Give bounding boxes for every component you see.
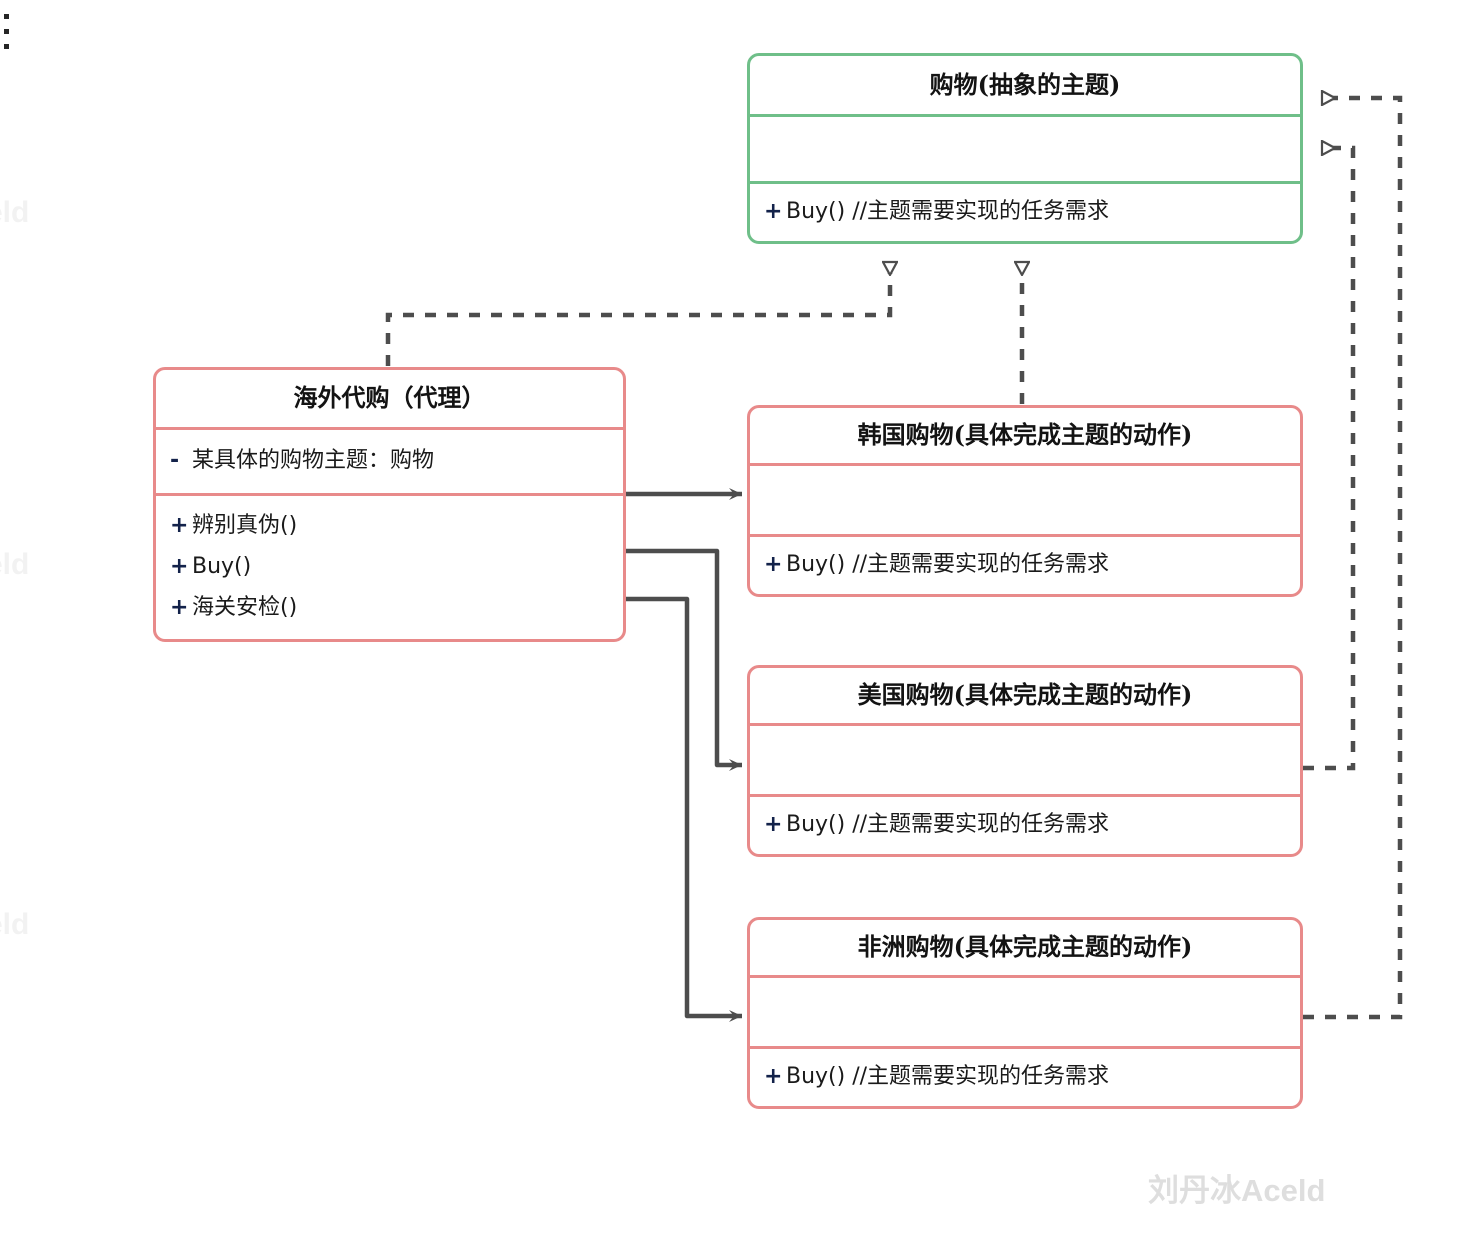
class-member: +Buy() //主题需要实现的任务需求 [764, 545, 1286, 586]
kebab-menu-icon[interactable] [4, 14, 14, 54]
relation-usa-realizes-subject [1303, 148, 1356, 771]
class-member: +Buy() //主题需要实现的任务需求 [764, 805, 1286, 846]
member-text: Buy() //主题需要实现的任务需求 [786, 199, 1110, 225]
class-member: +Buy() [170, 547, 609, 588]
class-attributes-abstract-subject [750, 117, 1300, 184]
class-name-africa: 非洲购物(具体完成主题的动作) [750, 920, 1300, 978]
relation-proxy-realizes-subject [385, 262, 890, 366]
class-attributes-usa [750, 726, 1300, 797]
edge-watermark: eld [0, 196, 30, 229]
visibility-marker: + [764, 812, 783, 838]
class-member: +辨别真伪() [170, 506, 609, 547]
visibility-marker: + [170, 554, 189, 580]
watermark: 刘丹冰Aceld [1148, 1173, 1326, 1208]
edge-watermark: eld [0, 548, 30, 581]
visibility-marker: + [764, 1064, 783, 1090]
class-member: +Buy() //主题需要实现的任务需求 [764, 1057, 1286, 1098]
class-box-usa[interactable]: 美国购物(具体完成主题的动作) +Buy() //主题需要实现的任务需求 [747, 665, 1303, 857]
class-operations-abstract-subject: +Buy() //主题需要实现的任务需求 [750, 184, 1300, 241]
visibility-marker: + [764, 552, 783, 578]
kebab-dot [4, 14, 9, 19]
relation-proxy-uses-usa [626, 548, 742, 771]
relation-africa-realizes-subject [1303, 98, 1403, 1020]
class-name-korea: 韩国购物(具体完成主题的动作) [750, 408, 1300, 466]
class-attributes-proxy: -某具体的购物主题：购物 [156, 430, 623, 496]
class-operations-usa: +Buy() //主题需要实现的任务需求 [750, 797, 1300, 854]
class-operations-proxy: +辨别真伪() +Buy() +海关安检() [156, 496, 623, 639]
kebab-dot [4, 44, 9, 49]
class-name-proxy: 海外代购（代理） [156, 370, 623, 430]
class-box-abstract-subject[interactable]: 购物(抽象的主题) +Buy() //主题需要实现的任务需求 [747, 53, 1303, 244]
member-text: Buy() //主题需要实现的任务需求 [786, 812, 1110, 838]
visibility-marker: + [170, 594, 189, 620]
class-operations-korea: +Buy() //主题需要实现的任务需求 [750, 537, 1300, 594]
class-box-proxy[interactable]: 海外代购（代理） -某具体的购物主题：购物 +辨别真伪() +Buy() +海关… [153, 367, 626, 642]
member-text: Buy() [192, 554, 252, 580]
visibility-marker: + [764, 199, 783, 225]
class-attributes-africa [750, 978, 1300, 1049]
class-name-abstract-subject: 购物(抽象的主题) [750, 56, 1300, 117]
member-text: 辨别真伪() [192, 513, 298, 539]
class-member: +海关安检() [170, 588, 609, 629]
class-name-usa: 美国购物(具体完成主题的动作) [750, 668, 1300, 726]
member-text: Buy() //主题需要实现的任务需求 [786, 552, 1110, 578]
class-box-korea[interactable]: 韩国购物(具体完成主题的动作) +Buy() //主题需要实现的任务需求 [747, 405, 1303, 597]
relation-proxy-uses-africa [626, 596, 742, 1022]
member-text: 海关安检() [192, 594, 298, 620]
visibility-marker: - [170, 448, 180, 474]
edge-watermark: eld [0, 908, 30, 941]
visibility-marker: + [170, 513, 189, 539]
class-operations-africa: +Buy() //主题需要实现的任务需求 [750, 1049, 1300, 1106]
kebab-dot [4, 29, 9, 34]
class-box-africa[interactable]: 非洲购物(具体完成主题的动作) +Buy() //主题需要实现的任务需求 [747, 917, 1303, 1109]
member-text: Buy() //主题需要实现的任务需求 [786, 1064, 1110, 1090]
class-member: +Buy() //主题需要实现的任务需求 [764, 192, 1286, 233]
class-member: -某具体的购物主题：购物 [170, 441, 609, 482]
class-attributes-korea [750, 466, 1300, 537]
member-text: 某具体的购物主题：购物 [192, 448, 435, 474]
